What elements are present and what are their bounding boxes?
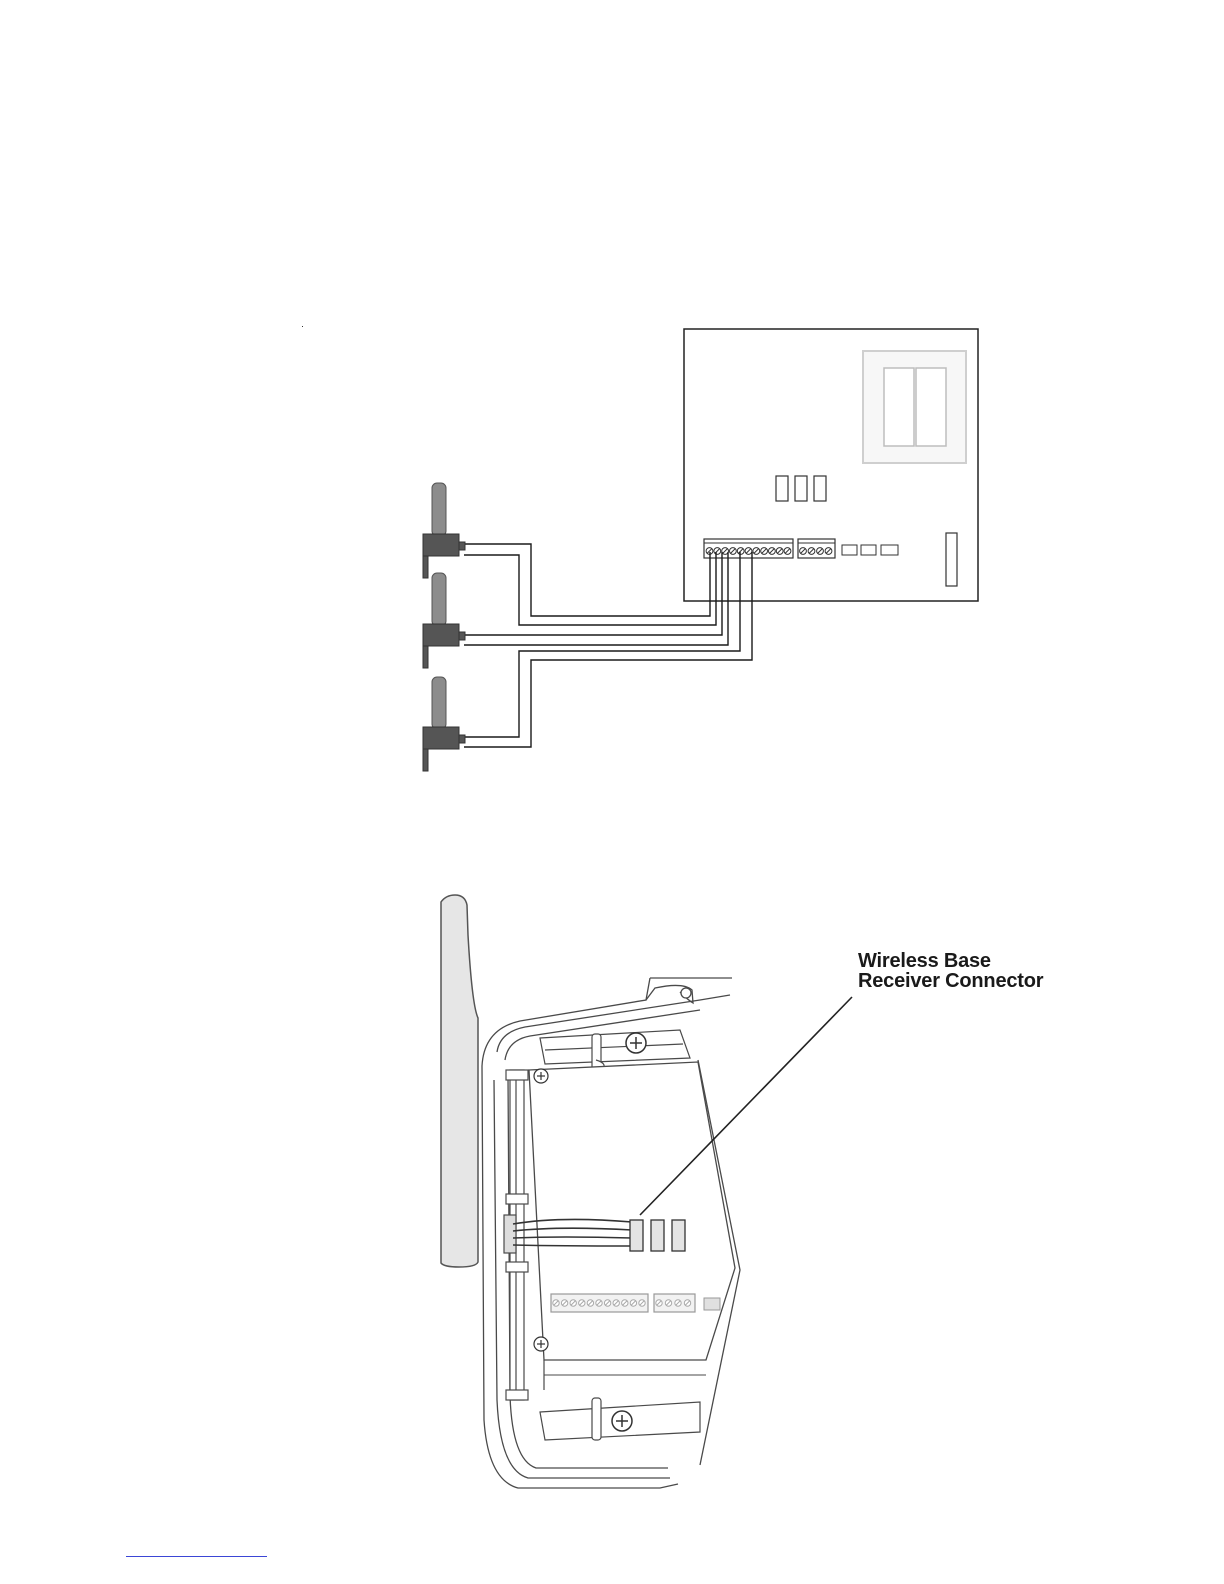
board-terminal-main bbox=[551, 1294, 648, 1312]
hinge-rail bbox=[504, 1070, 528, 1400]
terminal-screw-icon bbox=[684, 1300, 690, 1306]
terminal-screw-icon bbox=[613, 1300, 619, 1306]
callout-line-1: Wireless Base bbox=[858, 951, 1043, 971]
callout-line-2: Receiver Connector bbox=[858, 971, 1043, 991]
board-screw-bottom-icon bbox=[534, 1337, 548, 1351]
top-screw-icon bbox=[626, 1033, 646, 1053]
terminal-screw-icon bbox=[656, 1300, 662, 1306]
board-screw-top-icon bbox=[534, 1069, 548, 1083]
board-terminal-aux bbox=[654, 1294, 695, 1312]
terminal-screw-icon bbox=[622, 1300, 628, 1306]
bottom-screw-icon bbox=[612, 1411, 632, 1431]
terminal-screw-icon bbox=[579, 1300, 585, 1306]
terminal-screw-icon bbox=[604, 1300, 610, 1306]
terminal-screw-icon bbox=[553, 1300, 559, 1306]
terminal-screw-icon bbox=[570, 1300, 576, 1306]
terminal-screw-icon bbox=[675, 1300, 681, 1306]
terminal-screw-icon bbox=[561, 1300, 567, 1306]
terminal-screw-icon bbox=[665, 1300, 671, 1306]
footer-link-underline bbox=[126, 1556, 267, 1557]
terminal-screw-icon bbox=[596, 1300, 602, 1306]
terminal-screw-icon bbox=[587, 1300, 593, 1306]
external-antenna bbox=[441, 895, 478, 1267]
wireless-base-receiver-callout: Wireless Base Receiver Connector bbox=[858, 951, 1043, 991]
terminal-screw-icon bbox=[639, 1300, 645, 1306]
board-jumper bbox=[704, 1298, 720, 1310]
terminal-screw-icon bbox=[630, 1300, 636, 1306]
